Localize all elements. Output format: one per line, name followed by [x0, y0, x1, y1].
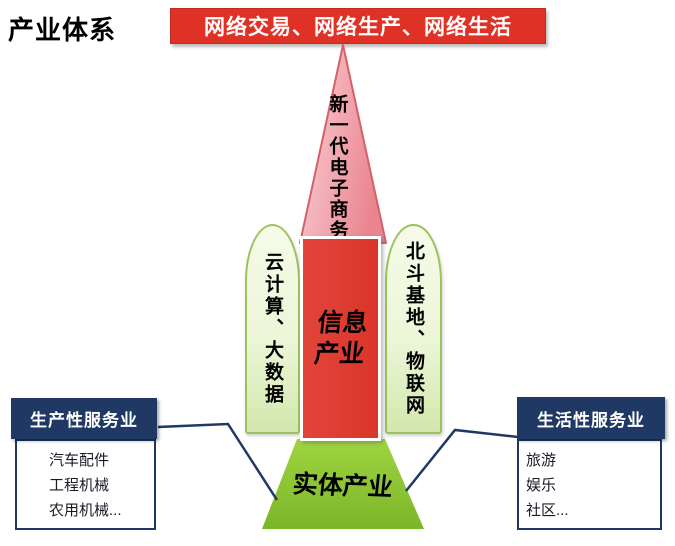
rocket-base-label: 实体产业 [291, 470, 395, 502]
list-item: 工程机械 [49, 477, 110, 494]
list-item: 社区... [526, 502, 569, 519]
left-booster-label: 云计算、大数据 [262, 252, 283, 406]
list-item: 汽车配件 [49, 452, 110, 469]
left-booster: 云计算、大数据 [245, 224, 300, 434]
right-panel-header: 生活性服务业 [517, 397, 665, 439]
connector-right [405, 428, 519, 492]
left-panel-header: 生产性服务业 [11, 398, 157, 439]
page-title: 产业体系 [8, 15, 117, 45]
rocket-body: 信息产业 [300, 236, 381, 441]
connector-left [157, 422, 279, 501]
right-booster: 北斗基地、物联网 [385, 224, 442, 434]
right-panel-body: 旅游 娱乐 社区... [517, 439, 662, 530]
list-item: 农用机械... [49, 502, 122, 519]
top-banner: 网络交易、网络生产、网络生活 [170, 8, 546, 44]
left-panel-body: 汽车配件 工程机械 农用机械... [15, 439, 156, 530]
rocket-cone-label: 新一代电子商务 [326, 93, 348, 241]
left-panel-title: 生产性服务业 [30, 411, 138, 430]
rocket-body-label: 信息产业 [312, 309, 369, 368]
right-booster-label: 北斗基地、物联网 [403, 241, 424, 417]
list-item: 旅游 [526, 452, 557, 469]
right-panel-title: 生活性服务业 [537, 410, 645, 430]
rocket-base-shape [262, 439, 424, 529]
top-banner-label: 网络交易、网络生产、网络生活 [204, 16, 512, 39]
list-item: 娱乐 [526, 477, 557, 494]
